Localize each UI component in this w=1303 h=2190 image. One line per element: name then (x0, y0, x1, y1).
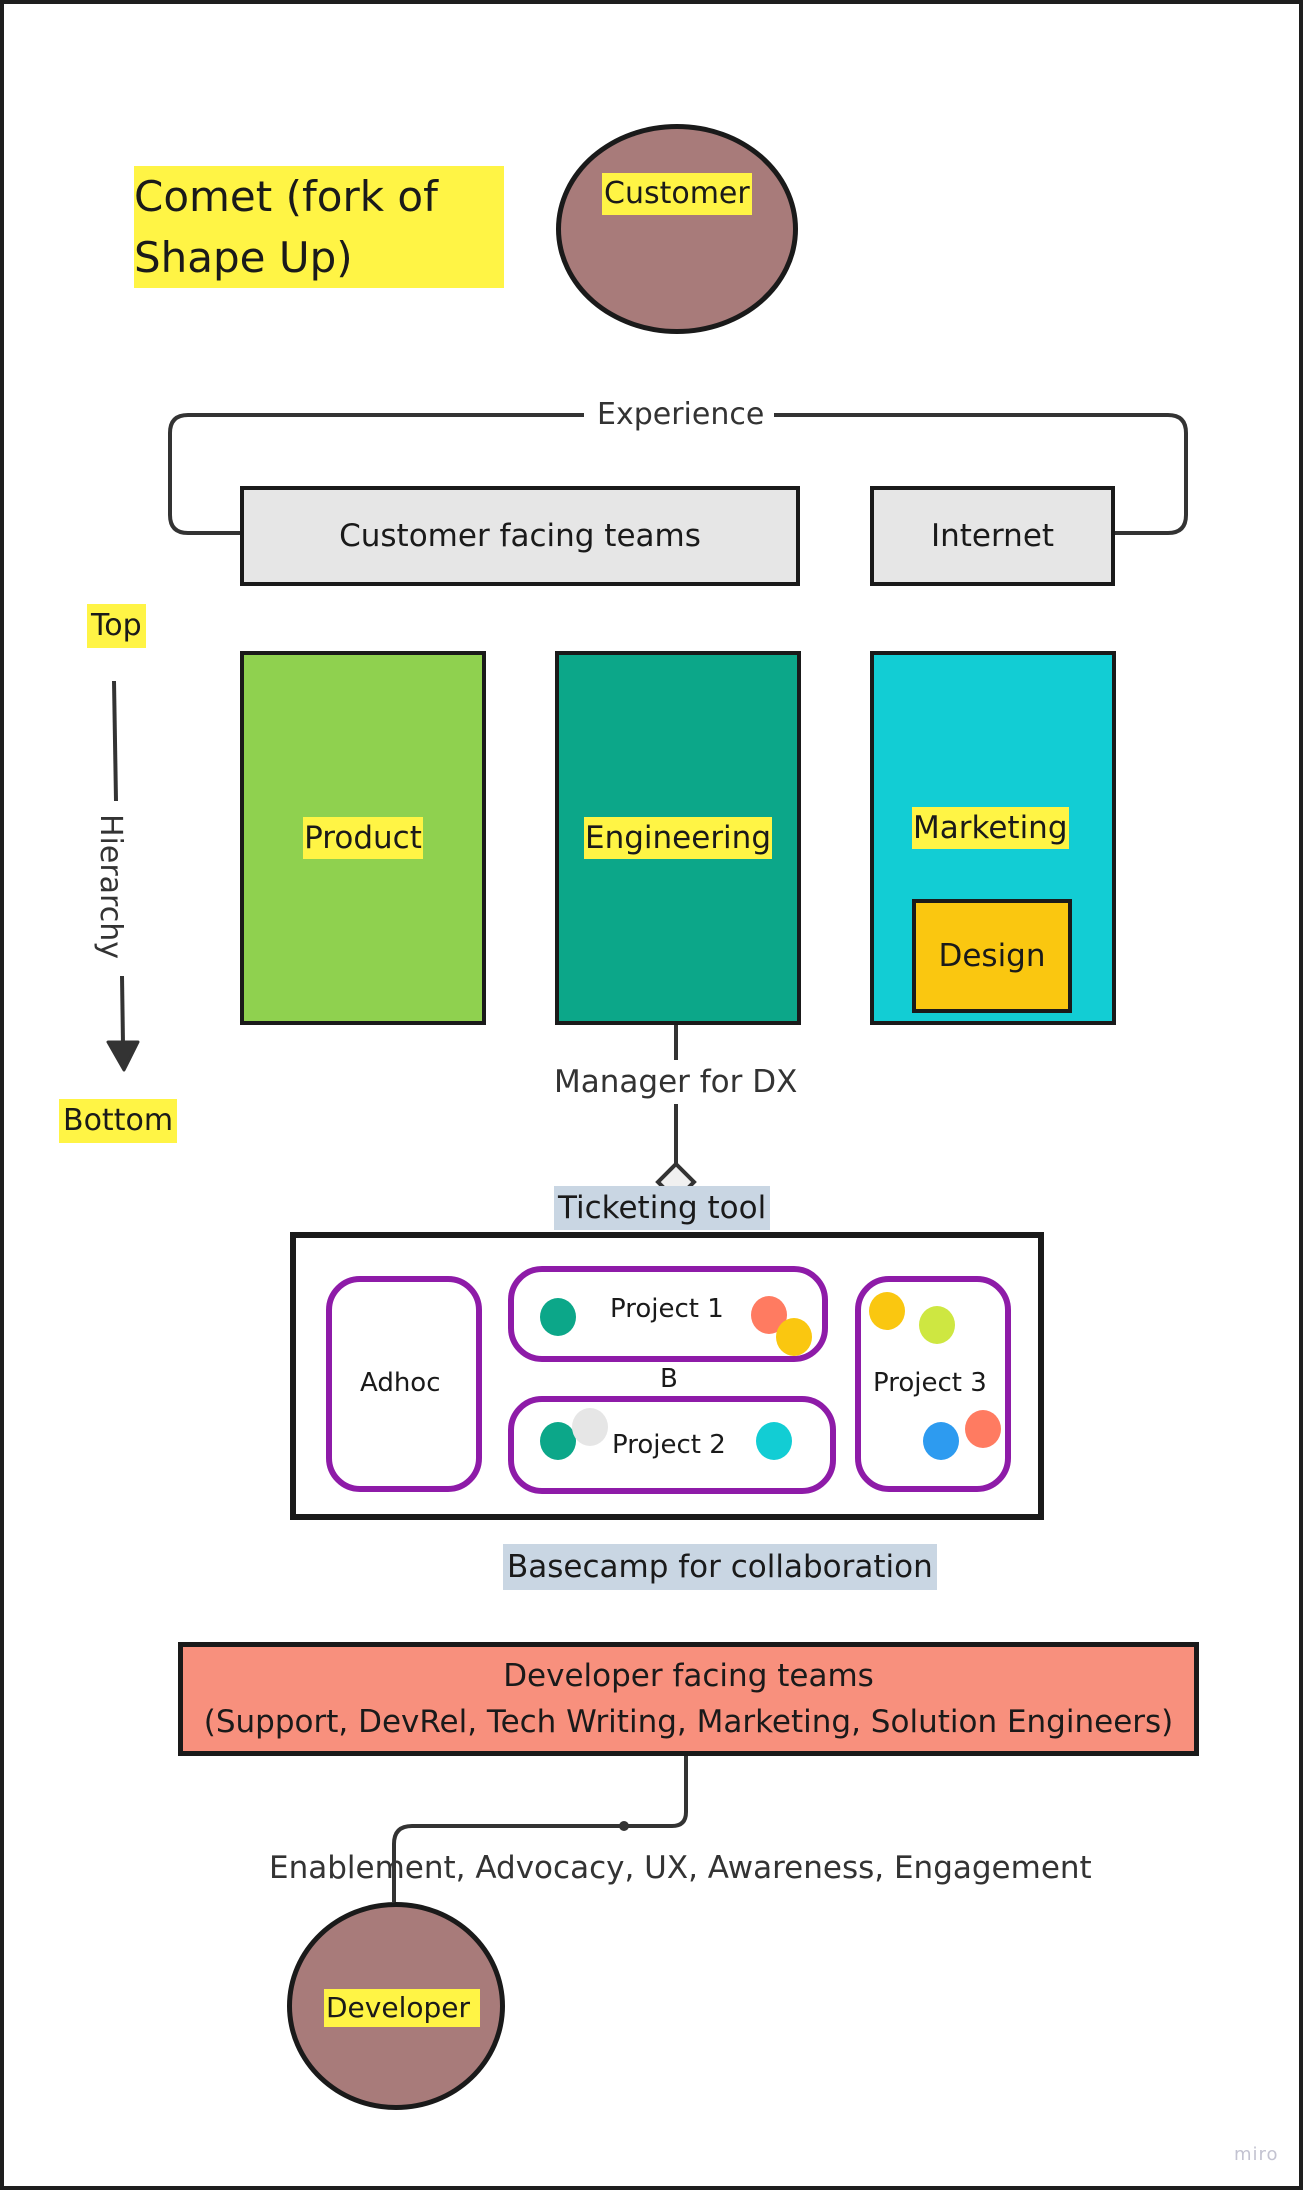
experience-loop-line (168, 413, 1188, 535)
engineering-box[interactable]: Engineering (555, 651, 801, 1025)
project-3-dot-1 (869, 1292, 905, 1330)
board-title: Comet (fork of Shape Up) (134, 166, 504, 288)
board-title-line-1: Comet (fork of (134, 172, 438, 221)
project-2-label: Project 2 (612, 1430, 726, 1460)
ticketing-board[interactable]: Adhoc Project 1 B Project 2 Project 3 (290, 1232, 1044, 1520)
developer-facing-teams-box[interactable]: Developer facing teams (Support, DevRel,… (178, 1642, 1199, 1756)
project-1-dot-1 (540, 1298, 576, 1336)
customer-label: Customer (602, 173, 752, 215)
outcomes-label: Enablement, Advocacy, UX, Awareness, Eng… (269, 1850, 1092, 1886)
developer-teams-members: (Support, DevRel, Tech Writing, Marketin… (203, 1704, 1174, 1740)
project-3-dot-2 (919, 1306, 955, 1344)
design-label: Design (938, 938, 1046, 974)
basecamp-label: Basecamp for collaboration (503, 1544, 937, 1590)
hierarchy-top-label: Top (87, 604, 146, 648)
connector-midpoint-dot (619, 1821, 629, 1831)
engineering-label: Engineering (584, 817, 772, 859)
hierarchy-line-top (112, 680, 118, 802)
board-title-line-2: Shape Up) (134, 233, 353, 282)
marketing-box[interactable]: Marketing Design (870, 651, 1116, 1025)
marketing-label: Marketing (912, 807, 1069, 849)
developer-label: Developer (324, 1989, 481, 2027)
hierarchy-axis-label: Hierarchy (93, 813, 129, 960)
manager-for-dx-label: Manager for DX (554, 1064, 798, 1100)
internet-box[interactable]: Internet (870, 486, 1115, 586)
project-1-group[interactable]: Project 1 (508, 1266, 828, 1362)
project-3-label: Project 3 (873, 1368, 987, 1398)
project-3-dot-3 (923, 1422, 959, 1460)
product-box[interactable]: Product (240, 651, 486, 1025)
hierarchy-line-bottom (120, 975, 125, 1045)
adhoc-group[interactable]: Adhoc (326, 1276, 482, 1492)
hierarchy-arrowhead (106, 1040, 140, 1072)
outcomes-line (392, 1754, 688, 1902)
project-3-dot-4 (965, 1410, 1001, 1448)
project-1-label: Project 1 (610, 1294, 724, 1324)
miro-board: Comet (fork of Shape Up) Customer Experi… (4, 4, 1299, 2186)
project-1-dot-3 (776, 1318, 812, 1356)
developer-teams-title: Developer facing teams (503, 1658, 874, 1694)
hierarchy-bottom-label: Bottom (59, 1099, 178, 1143)
adhoc-label: Adhoc (360, 1368, 441, 1398)
customer-facing-teams-label: Customer facing teams (339, 518, 701, 554)
customer-circle[interactable]: Customer (556, 124, 798, 334)
project-2-dot-2 (572, 1408, 608, 1446)
middle-label-b: B (660, 1364, 678, 1394)
experience-label: Experience (591, 397, 771, 432)
ticketing-tool-label: Ticketing tool (554, 1186, 771, 1230)
miro-watermark: miro (1234, 2144, 1279, 2165)
project-2-group[interactable]: Project 2 (508, 1396, 836, 1494)
project-2-dot-3 (756, 1422, 792, 1460)
project-2-dot-1 (540, 1422, 576, 1460)
product-label: Product (303, 817, 423, 859)
project-3-group[interactable]: Project 3 (855, 1276, 1011, 1492)
customer-facing-teams-box[interactable]: Customer facing teams (240, 486, 800, 586)
design-box[interactable]: Design (912, 899, 1072, 1013)
developer-circle[interactable]: Developer (287, 1902, 505, 2110)
internet-label: Internet (930, 518, 1055, 554)
